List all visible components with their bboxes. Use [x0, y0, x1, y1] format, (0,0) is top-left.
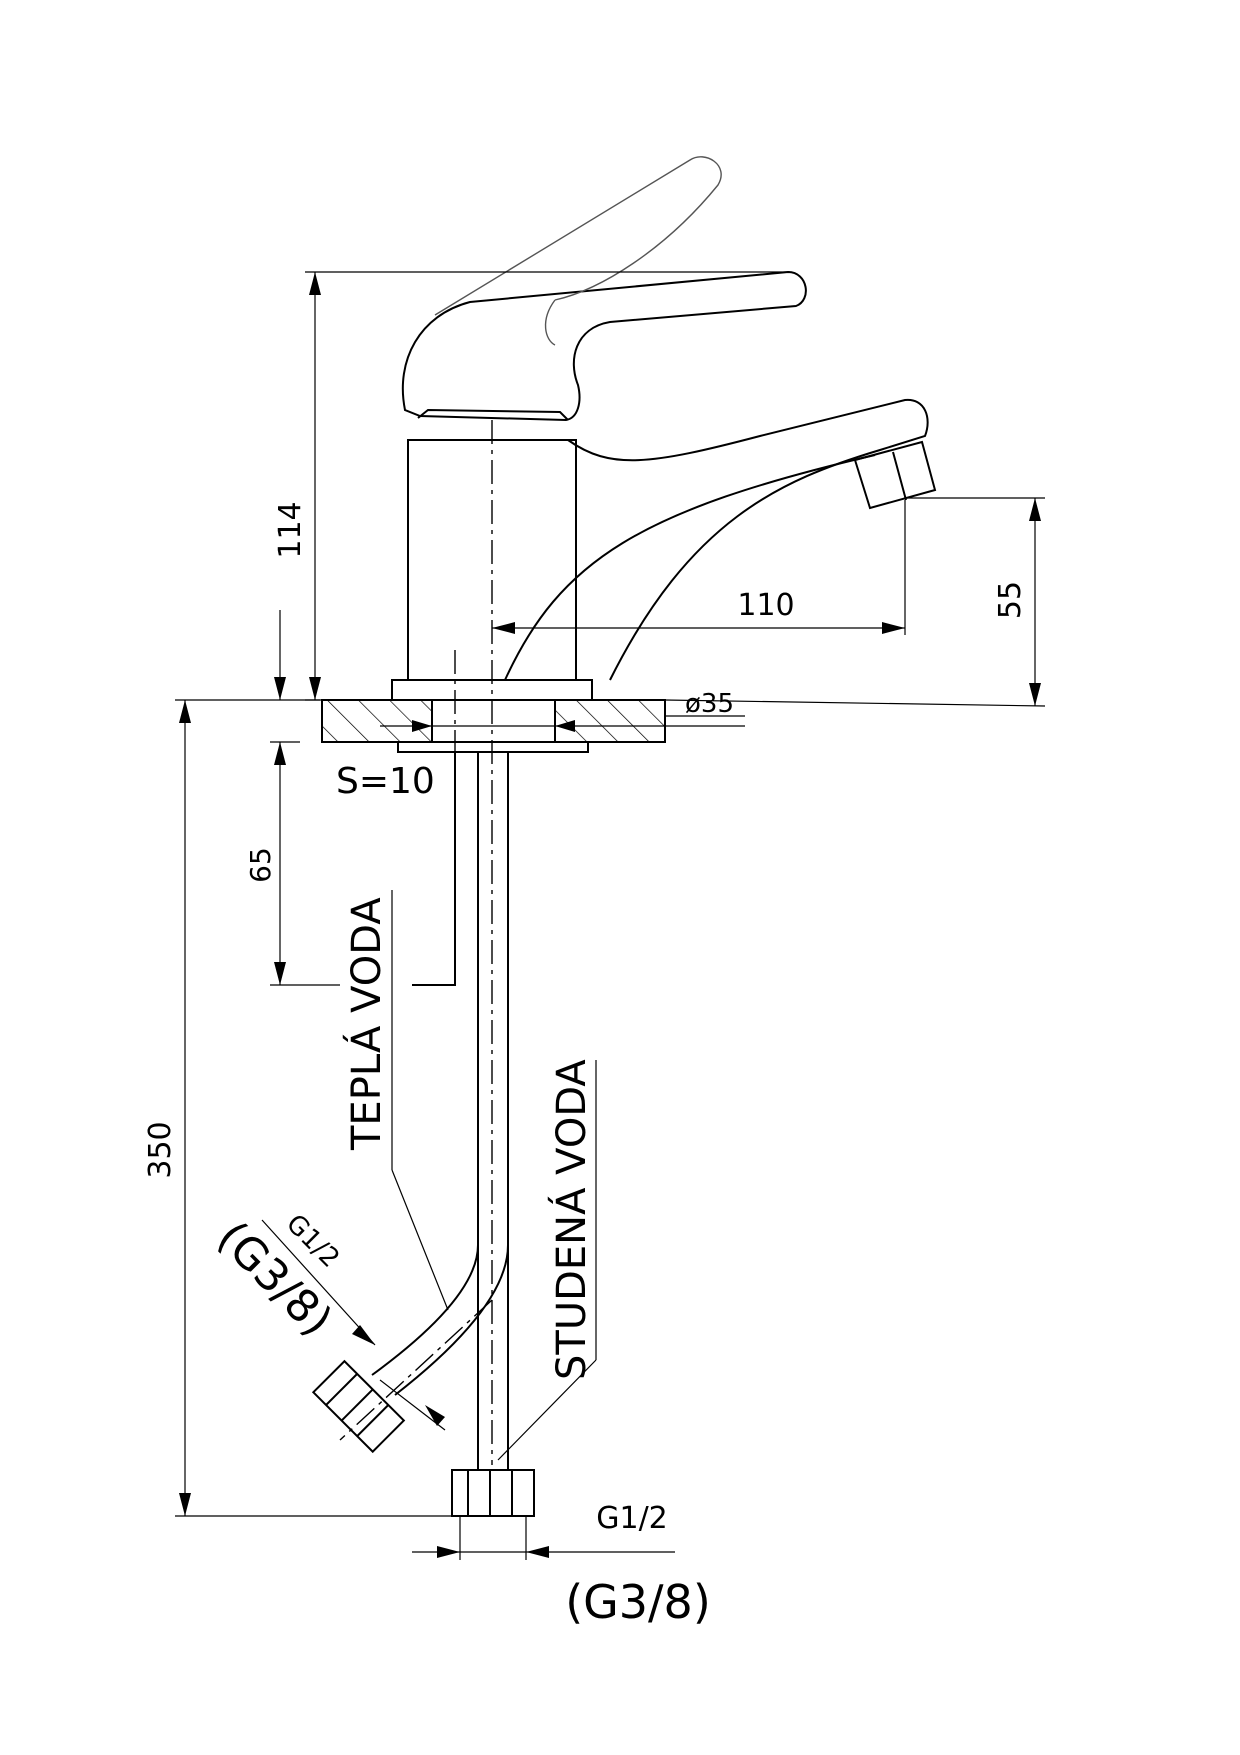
cartridge-cap [417, 408, 569, 421]
lever-ghost-arc [544, 299, 556, 346]
spout-underside [504, 454, 876, 681]
dim-spout-reach: 110 [737, 588, 794, 623]
aerator [853, 440, 937, 510]
faucet-body [391, 156, 937, 701]
dimension-lines [175, 271, 1046, 1560]
dim-base-diameter: ø35 [685, 689, 734, 719]
plate-left-hatch [321, 699, 433, 743]
lever-ghost [434, 156, 722, 316]
label-hot-water: TEPLÁ VODA [342, 897, 390, 1151]
hot-hose-centerline [339, 1299, 493, 1441]
mounting-plate [321, 699, 745, 753]
hoses [311, 752, 535, 1517]
lever-handle [401, 270, 807, 422]
label-cold-water: STUDENÁ VODA [547, 1059, 595, 1380]
hot-connector [311, 1359, 406, 1454]
dim-spout-height: 55 [993, 581, 1028, 619]
bottom-connector [451, 1469, 535, 1517]
dim-handle-height: 114 [273, 501, 308, 558]
plate-right-hatch [554, 699, 666, 743]
thread-bottom-alt: (G3/8) [565, 1575, 711, 1629]
thread-bottom: G1/2 [596, 1501, 668, 1536]
fixing-nut [397, 741, 589, 753]
spout [567, 398, 929, 681]
dim-plate-thickness: S=10 [336, 761, 435, 802]
dim-total-height: 350 [143, 1121, 178, 1178]
dim-hose-drop: 65 [244, 847, 277, 883]
